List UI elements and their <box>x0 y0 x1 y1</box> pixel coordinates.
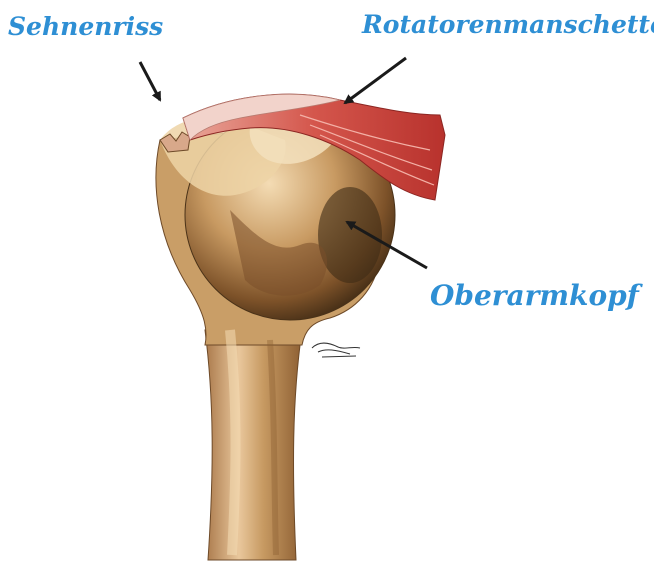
arrow-rotator-cuff <box>345 58 406 103</box>
arrow-tear <box>140 62 160 100</box>
label-rotator-cuff: Rotatorenmanschette <box>362 10 654 39</box>
artist-signature <box>312 343 360 357</box>
label-humeral-head: Oberarmkopf <box>430 279 639 312</box>
humerus-shaft <box>205 330 302 560</box>
label-tear: Sehnenriss <box>8 12 163 41</box>
